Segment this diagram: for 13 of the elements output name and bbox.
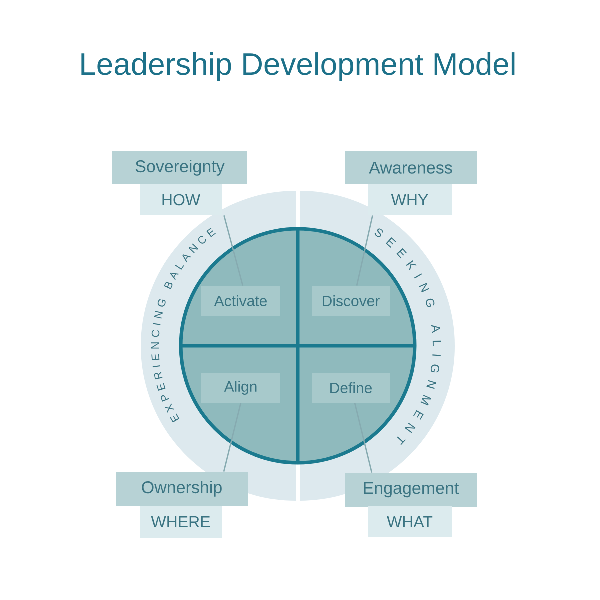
label-box: HOW [140, 184, 222, 216]
label-box: Awareness [345, 152, 477, 184]
label-box: WHAT [368, 506, 452, 538]
label-box: WHERE [140, 506, 222, 538]
label-box: Engagement [345, 473, 477, 507]
leader-line [356, 216, 374, 286]
label-box: WHY [368, 184, 452, 216]
label-box: Ownership [116, 472, 248, 506]
leader-line [354, 403, 373, 473]
leader-line [224, 216, 244, 286]
label-box: Sovereignty [112, 152, 248, 184]
title: Leadership Development Model [82, 52, 515, 82]
leader-line [223, 403, 242, 472]
